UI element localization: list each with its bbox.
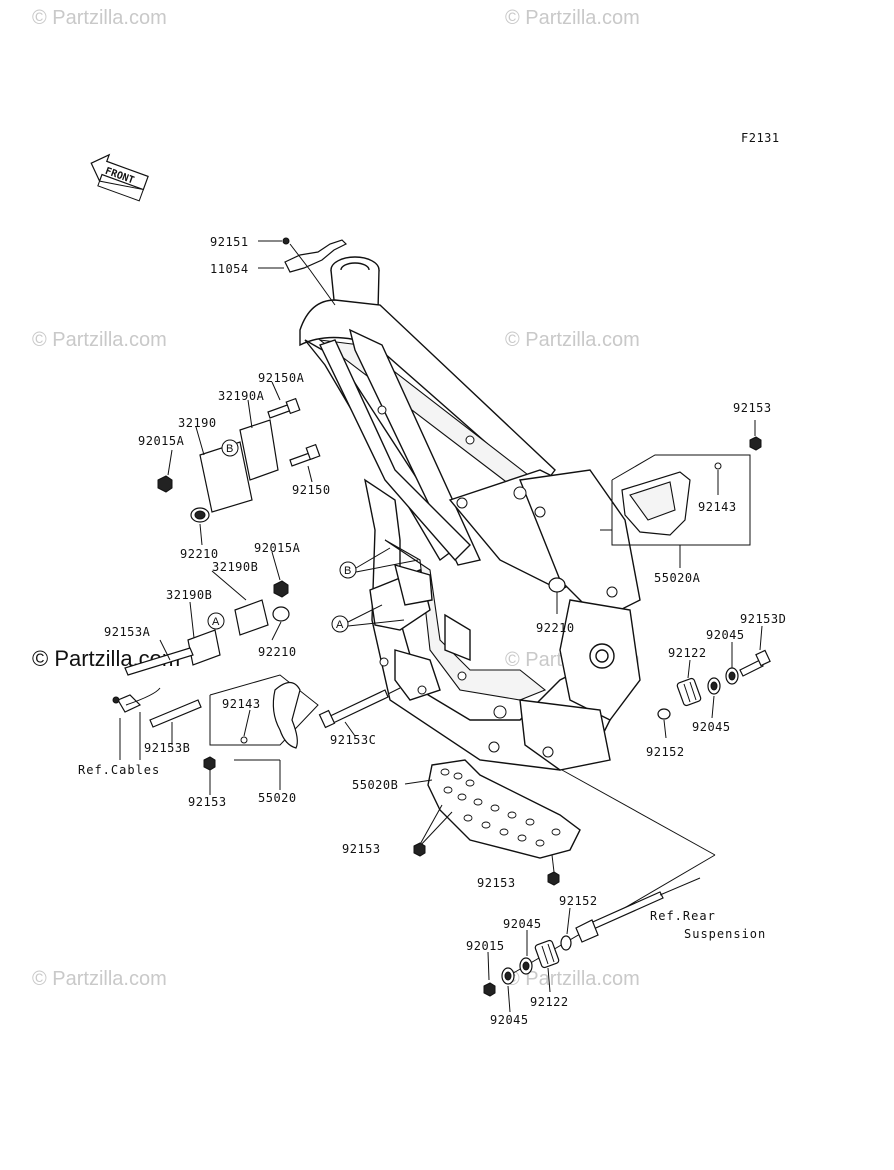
part-label-92143-right[interactable]: 92143 xyxy=(698,500,737,514)
part-label-92153-left[interactable]: 92153 xyxy=(188,795,227,809)
part-label-55020[interactable]: 55020 xyxy=(258,791,297,805)
cable-guide-assembly xyxy=(258,237,348,306)
skid-plate-assembly xyxy=(404,759,581,886)
part-label-92152-b[interactable]: 92152 xyxy=(559,894,598,908)
part-label-92150[interactable]: 92150 xyxy=(292,483,331,497)
part-label-92015A[interactable]: 92015A xyxy=(254,541,301,555)
part-label-32190[interactable]: 32190 xyxy=(178,416,217,430)
part-label-92153-plate[interactable]: 92153 xyxy=(342,842,381,856)
part-label-92153C[interactable]: 92153C xyxy=(330,733,376,747)
bottom-shock-hardware xyxy=(483,769,716,1013)
callout-a-text: A xyxy=(212,616,220,628)
part-label-92152-r[interactable]: 92152 xyxy=(646,745,685,759)
part-label-92122-r[interactable]: 92122 xyxy=(668,646,707,660)
part-label-55020A[interactable]: 55020A xyxy=(654,571,701,585)
part-label-92210-top[interactable]: 92210 xyxy=(180,547,219,561)
part-label-92015[interactable]: 92015 xyxy=(466,939,505,953)
part-label-92122-b[interactable]: 92122 xyxy=(530,995,569,1009)
watermark-text: © Partzilla.com xyxy=(32,329,167,351)
part-label-32190B-2[interactable]: 32190B xyxy=(166,588,212,602)
watermark-text: © Partzilla.com xyxy=(505,7,640,29)
part-label-92045-b2[interactable]: 92045 xyxy=(490,1013,529,1027)
main-frame xyxy=(299,256,641,771)
right-pivot-hardware xyxy=(657,625,771,739)
part-label-11054[interactable]: 11054 xyxy=(210,262,249,276)
watermarks: © Partzilla.com © Partzilla.com © Partzi… xyxy=(32,7,640,990)
part-label-55020B[interactable]: 55020B xyxy=(352,778,398,792)
part-label-92153B[interactable]: 92153B xyxy=(144,741,190,755)
watermark-text: © Partzilla.com xyxy=(505,329,640,351)
frame-callout-b: B xyxy=(344,565,351,577)
frame-callouts: B A xyxy=(331,547,419,633)
part-label-92045-r2[interactable]: 92045 xyxy=(692,720,731,734)
watermark-text: © Partzilla.com xyxy=(32,7,167,29)
watermark-text: © Partzilla.com xyxy=(505,968,640,990)
part-label-92045-r1[interactable]: 92045 xyxy=(706,628,745,642)
frame-callout-a: A xyxy=(336,619,344,631)
part-label-92153-bottom[interactable]: 92153 xyxy=(477,876,516,890)
part-label-92210-mid[interactable]: 92210 xyxy=(258,645,297,659)
part-label-92151[interactable]: 92151 xyxy=(210,235,249,249)
ref-rear-label-line2: Suspension xyxy=(684,927,766,941)
part-label-92143-left[interactable]: 92143 xyxy=(222,697,261,711)
upper-engine-mount-assembly: B xyxy=(157,381,321,546)
right-frame-guard-assembly xyxy=(600,420,762,568)
part-label-92153-topright[interactable]: 92153 xyxy=(733,401,772,415)
ref-cables-label: Ref.Cables xyxy=(78,763,160,777)
ref-rear-label-line1: Ref.Rear xyxy=(650,909,716,923)
part-label-32190A[interactable]: 32190A xyxy=(218,389,265,403)
callout-b-circle xyxy=(221,439,239,457)
middle-engine-mount-assembly: A xyxy=(112,551,290,760)
left-frame-guard-assembly xyxy=(203,674,401,795)
watermark-text: © Partzilla.com xyxy=(32,968,167,990)
part-label-92150A[interactable]: 92150A xyxy=(258,371,305,385)
diagram-code: F2131 xyxy=(741,131,780,145)
part-label-92153D[interactable]: 92153D xyxy=(740,612,786,626)
part-label-92045-b1[interactable]: 92045 xyxy=(503,917,542,931)
callout-a-circle xyxy=(207,612,225,630)
part-label-92015A-top[interactable]: 92015A xyxy=(138,434,185,448)
front-arrow-icon: FRONT xyxy=(90,153,149,202)
spacer-92210-right xyxy=(548,577,566,614)
part-label-32190B-1[interactable]: 32190B xyxy=(212,560,258,574)
part-label-92210-right[interactable]: 92210 xyxy=(536,621,575,635)
part-label-92153A[interactable]: 92153A xyxy=(104,625,151,639)
callout-b-text: B xyxy=(226,443,233,455)
